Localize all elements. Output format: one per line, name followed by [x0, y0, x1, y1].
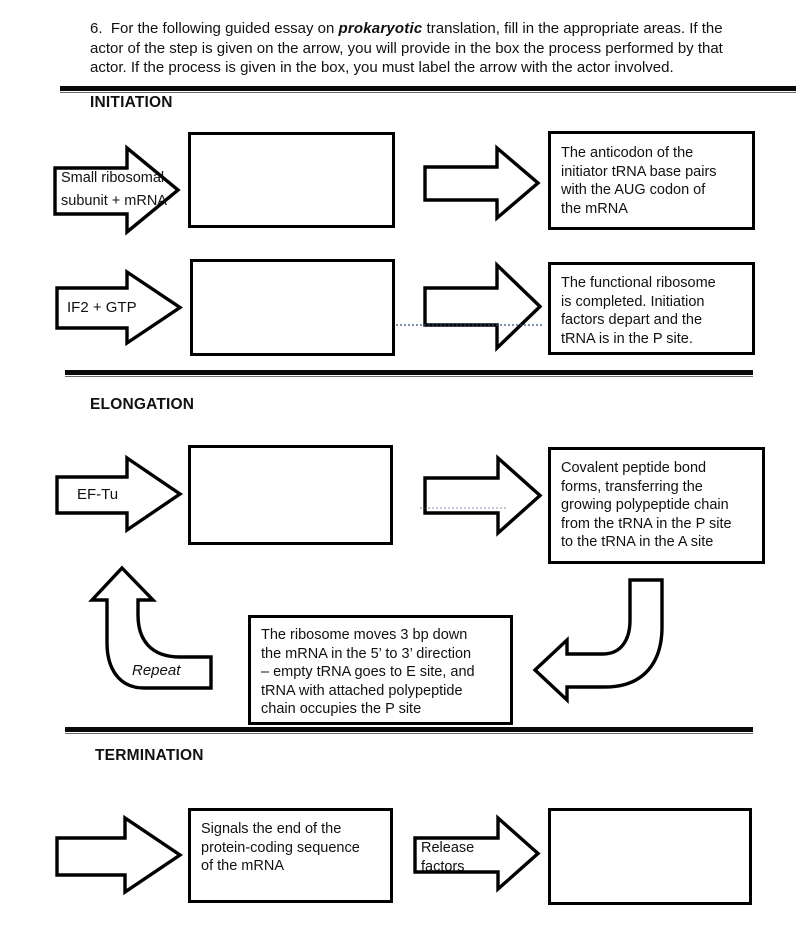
- termination-heading: TERMINATION: [95, 747, 204, 764]
- instructions-part2: translation, fill in the appropriate are…: [90, 20, 728, 76]
- bent-up-arrow-icon: [88, 565, 213, 690]
- elongation-heading: ELONGATION: [90, 396, 195, 413]
- right-arrow-icon: [55, 268, 184, 347]
- right-arrow-icon: [423, 144, 541, 222]
- section-divider-initiation: [60, 86, 796, 93]
- answer-box-initiation-2[interactable]: [190, 259, 395, 356]
- section-divider-elongation: [65, 370, 753, 377]
- right-arrow-icon: [53, 144, 181, 236]
- answer-box-initiation-1[interactable]: [188, 132, 395, 228]
- right-arrow-icon: [423, 454, 543, 537]
- result-box-translocation: The ribosome moves 3 bp down the mRNA in…: [248, 615, 513, 725]
- result-box-stop-signal: Signals the end of the protein-coding se…: [188, 808, 393, 903]
- instructions-emphasis: prokaryotic: [338, 20, 423, 37]
- instructions-part1: 6. For the following guided essay on: [90, 20, 339, 37]
- section-divider-termination: [65, 727, 753, 734]
- bent-left-arrow-icon: [532, 578, 664, 704]
- watermark-artifact: [420, 507, 506, 509]
- question-instructions: 6. For the following guided essay on pro…: [90, 19, 738, 78]
- result-box-covalent-bond: Covalent peptide bond forms, transferrin…: [548, 447, 765, 564]
- watermark-artifact: [396, 324, 542, 326]
- right-arrow-icon: [423, 260, 543, 353]
- right-arrow-icon: [413, 814, 541, 893]
- result-box-anticodon: The anticodon of the initiator tRNA base…: [548, 131, 755, 230]
- initiation-heading: INITIATION: [90, 94, 173, 111]
- arrow-label-release-factors: Release factors: [421, 840, 475, 875]
- arrow-label-small-ribosomal-subunit: Small ribosomal subunit + mRNA: [61, 170, 167, 209]
- arrow-label-if2-gtp: IF2 + GTP: [67, 299, 137, 316]
- repeat-label: Repeat: [132, 662, 181, 679]
- right-arrow-icon: [55, 814, 184, 896]
- answer-box-termination[interactable]: [548, 808, 752, 905]
- arrow-label-ef-tu: EF-Tu: [77, 486, 119, 503]
- answer-box-elongation[interactable]: [188, 445, 393, 545]
- right-arrow-icon: [55, 454, 184, 534]
- result-box-functional-ribosome: The functional ribosome is completed. In…: [548, 262, 755, 355]
